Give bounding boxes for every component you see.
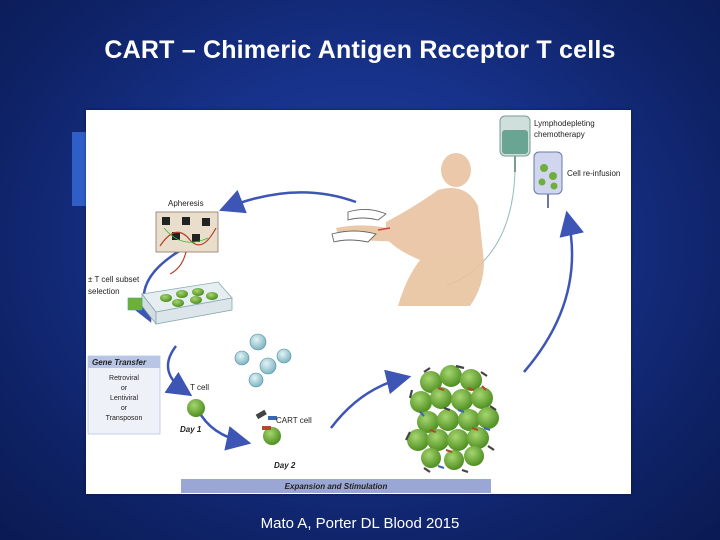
apheresis-label: Apheresis bbox=[168, 199, 204, 208]
day2-label: Day 2 bbox=[274, 461, 296, 470]
gene-transfer-lentiviral: Lentiviral bbox=[110, 395, 138, 402]
subset-selection-label-line1: ± T cell subset bbox=[88, 275, 140, 284]
expansion-bar bbox=[181, 479, 491, 493]
arrow-expansion-to-reinfusion bbox=[523, 210, 584, 373]
gene-transfer-or-1: or bbox=[121, 385, 128, 392]
cart-cell-icon bbox=[255, 409, 281, 445]
arrow-tcell-to-cart bbox=[196, 409, 252, 451]
slide-title: CART – Chimeric Antigen Receptor T cells bbox=[104, 36, 616, 64]
patient-figure bbox=[336, 153, 484, 306]
expanded-cart-cells-cluster bbox=[405, 364, 499, 474]
gene-transfer-title: Gene Transfer bbox=[92, 358, 147, 367]
apheresis-machine-icon bbox=[155, 211, 219, 275]
t-cell-label: T cell bbox=[190, 383, 209, 392]
expansion-stimulation-label: Expansion and Stimulation bbox=[285, 482, 388, 491]
arrow-patient-to-apheresis bbox=[219, 189, 357, 214]
t-cell-icon bbox=[187, 399, 205, 417]
gene-transfer-transposon: Transposon bbox=[106, 415, 143, 422]
chemotherapy-bag-icon bbox=[445, 115, 531, 287]
day1-label: Day 1 bbox=[180, 425, 202, 434]
cart-process-diagram: Lymphodepleting chemotherapy Cell re-inf… bbox=[86, 110, 631, 494]
subset-selection-label-line2: selection bbox=[88, 287, 120, 296]
hands-icon bbox=[331, 209, 391, 243]
cell-culture-flask-icon bbox=[127, 281, 233, 326]
chemotherapy-label: chemotherapy bbox=[534, 130, 585, 139]
arrow-selection-to-gene-transfer bbox=[164, 345, 193, 397]
gene-transfer-retroviral: Retroviral bbox=[109, 375, 139, 382]
arrow-cart-to-expansion bbox=[330, 369, 412, 429]
cell-reinfusion-bag-icon bbox=[533, 151, 563, 208]
gene-transfer-box bbox=[87, 355, 161, 435]
cell-reinfusion-label: Cell re-infusion bbox=[567, 169, 620, 178]
viral-vector-icons bbox=[234, 333, 292, 388]
gene-transfer-or-2: or bbox=[121, 405, 128, 412]
lymphodepleting-label: Lymphodepleting bbox=[534, 119, 595, 128]
cart-cell-label: CART cell bbox=[276, 416, 312, 425]
citation: Mato A, Porter DL Blood 2015 bbox=[260, 515, 460, 532]
